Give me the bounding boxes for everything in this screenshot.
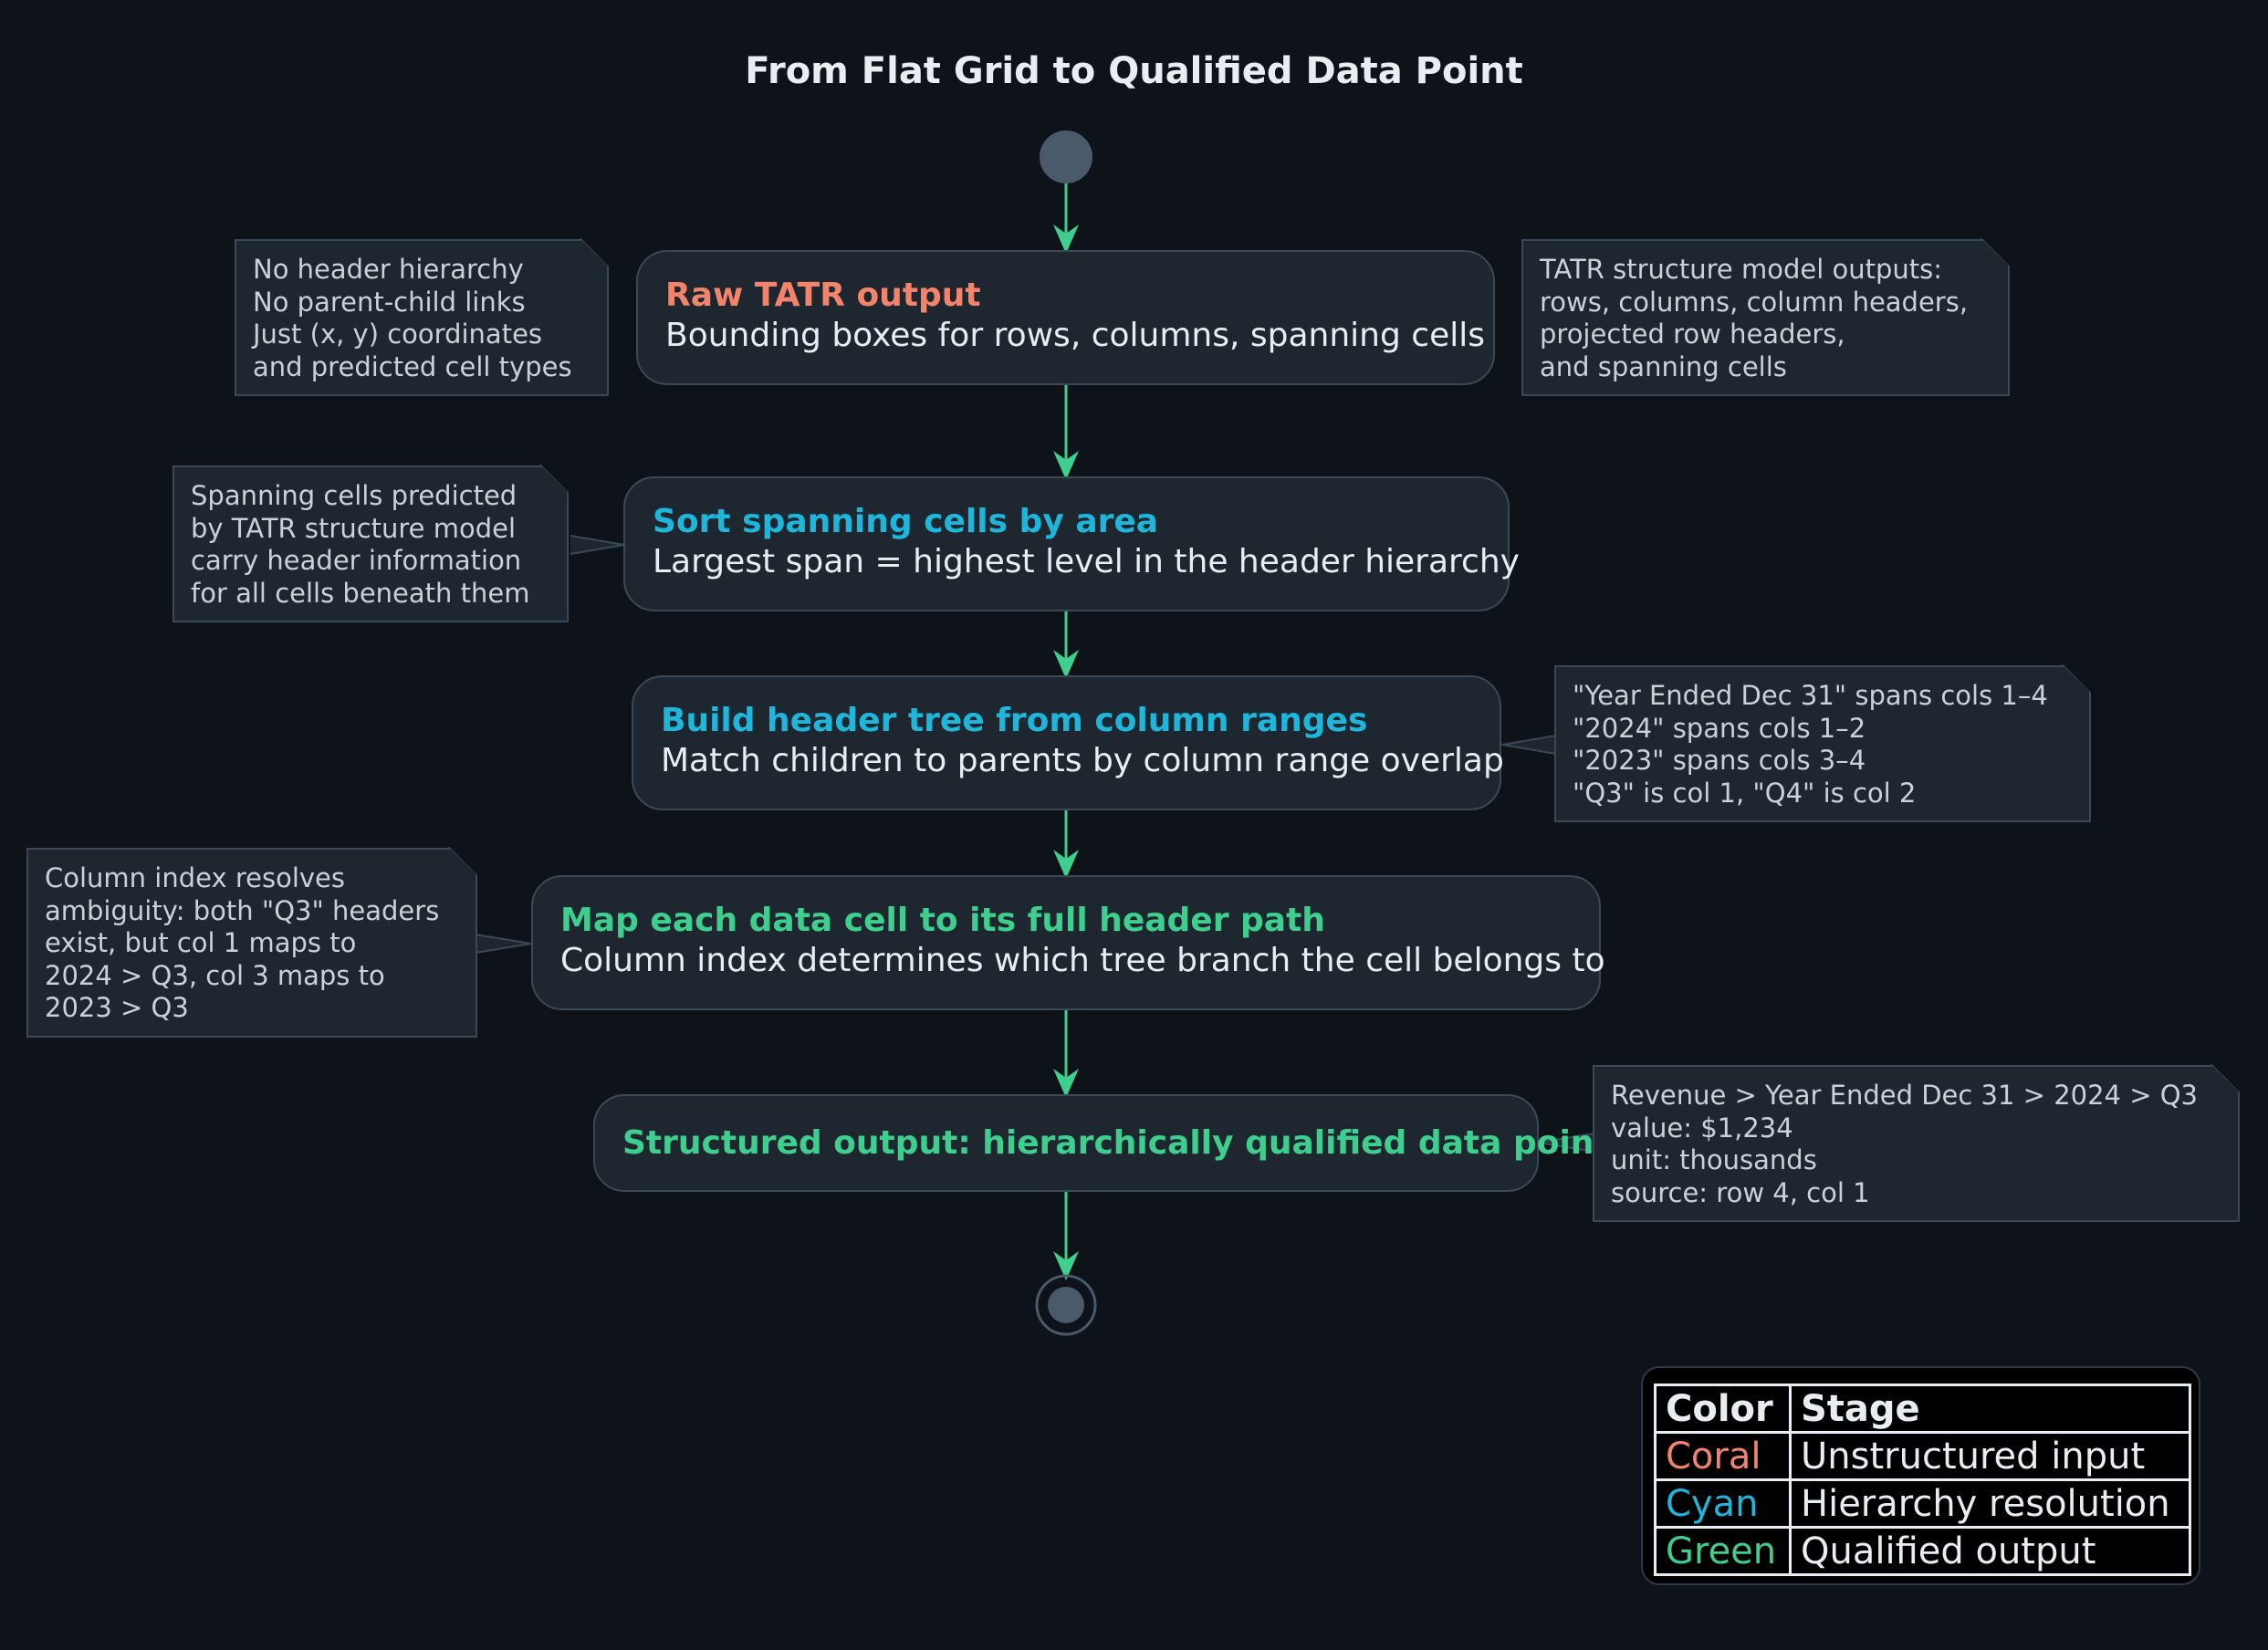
note-pointer: [570, 535, 625, 555]
legend-stage: Qualified output: [1789, 1526, 2191, 1576]
legend-color-name: Cyan: [1654, 1478, 1792, 1529]
note-line: "Q3" is col 1, "Q4" is col 2: [1573, 777, 1917, 809]
note-line: TATR structure model outputs:: [1540, 254, 1943, 285]
legend-color-name: Coral: [1654, 1431, 1792, 1481]
note-column-index-ambiguity: Column index resolves ambiguity: both "Q…: [26, 848, 477, 1038]
arrowhead-icon: [1053, 850, 1079, 879]
note-raw-output-limitations: No header hierarchy No parent-child link…: [235, 239, 609, 396]
node-heading: Raw TATR output: [665, 277, 981, 314]
legend-header-row: Color Stage: [1654, 1384, 2191, 1434]
start-node: [1040, 131, 1092, 183]
legend-color-name: Green: [1654, 1526, 1792, 1576]
activity-structured-output: Structured output: hierarchically qualif…: [593, 1094, 1610, 1192]
note-line: 2024 > Q3, col 3 maps to: [45, 959, 385, 991]
note-line: "2024" spans cols 1–2: [1573, 712, 1866, 744]
legend-row: Cyan Hierarchy resolution: [1654, 1478, 2191, 1529]
legend-header-stage: Stage: [1789, 1384, 2191, 1434]
legend-row: Green Qualified output: [1654, 1526, 2191, 1576]
arrowhead-icon: [1053, 225, 1079, 254]
note-line: No parent-child links: [253, 286, 526, 318]
node-description: Bounding boxes for rows, columns, spanni…: [665, 317, 1485, 354]
note-line: No header hierarchy: [253, 254, 524, 285]
note-line: carry header information: [191, 545, 522, 576]
note-line: and spanning cells: [1540, 350, 1787, 382]
note-line: unit: thousands: [1611, 1144, 1817, 1175]
note-line: projected row headers,: [1540, 319, 1845, 350]
node-heading: Structured output: hierarchically qualif…: [622, 1123, 1610, 1162]
note-line: "Year Ended Dec 31" spans cols 1–4: [1573, 680, 2048, 711]
legend-table: Color Stage Coral Unstructured input Cya…: [1654, 1384, 2191, 1576]
arrowhead-icon: [1053, 1251, 1079, 1280]
activity-sort-spanning-cells: Sort spanning cells by area Largest span…: [623, 476, 1520, 611]
note-line: rows, columns, column headers,: [1540, 286, 1969, 318]
note-line: by TATR structure model: [191, 512, 517, 544]
arrowhead-icon: [1053, 650, 1079, 679]
note-pointer: [1538, 1133, 1595, 1153]
legend-header-color: Color: [1654, 1384, 1792, 1434]
color-legend: Color Stage Coral Unstructured input Cya…: [1641, 1366, 2200, 1585]
note-line: "2023" spans cols 3–4: [1573, 745, 1866, 776]
note-line: for all cells beneath them: [191, 577, 530, 609]
node-heading: Sort spanning cells by area: [653, 503, 1159, 540]
note-line: and predicted cell types: [253, 350, 572, 382]
note-line: Column index resolves: [45, 862, 345, 893]
note-line: Revenue > Year Ended Dec 31 > 2024 > Q3: [1611, 1080, 2199, 1111]
node-description: Column index determines which tree branc…: [560, 942, 1605, 979]
activity-build-header-tree: Build header tree from column ranges Mat…: [632, 675, 1504, 810]
note-spanning-cells: Spanning cells predicted by TATR structu…: [172, 465, 569, 622]
diagram-title: From Flat Grid to Qualified Data Point: [745, 50, 1523, 92]
activity-raw-tatr-output: Raw TATR output Bounding boxes for rows,…: [636, 250, 1495, 385]
end-node: [1048, 1287, 1084, 1323]
node-heading: Build header tree from column ranges: [661, 702, 1368, 739]
note-line: source: row 4, col 1: [1611, 1176, 1870, 1208]
note-line: value: $1,234: [1611, 1112, 1793, 1144]
note-line: ambiguity: both "Q3" headers: [45, 894, 440, 926]
note-qualified-data-point: Revenue > Year Ended Dec 31 > 2024 > Q3 …: [1593, 1065, 2240, 1222]
arrowhead-icon: [1053, 1069, 1079, 1098]
node-description: Match children to parents by column rang…: [661, 742, 1504, 779]
legend-stage: Hierarchy resolution: [1789, 1478, 2191, 1529]
note-line: Just (x, y) coordinates: [253, 319, 543, 350]
end-node-ring: [1035, 1274, 1097, 1336]
node-description: Largest span = highest level in the head…: [653, 543, 1520, 580]
note-line: exist, but col 1 maps to: [45, 927, 357, 958]
note-column-spans-example: "Year Ended Dec 31" spans cols 1–4 "2024…: [1554, 665, 2091, 822]
note-pointer: [475, 934, 532, 954]
arrowhead-icon: [1053, 451, 1079, 480]
note-pointer: [1501, 735, 1557, 755]
activity-map-data-cell: Map each data cell to its full header pa…: [531, 875, 1605, 1010]
node-heading: Map each data cell to its full header pa…: [560, 902, 1325, 939]
legend-stage: Unstructured input: [1789, 1431, 2191, 1481]
note-tatr-model-outputs: TATR structure model outputs: rows, colu…: [1521, 239, 2010, 396]
note-line: 2023 > Q3: [45, 992, 189, 1023]
legend-row: Coral Unstructured input: [1654, 1431, 2191, 1481]
note-line: Spanning cells predicted: [191, 480, 517, 511]
